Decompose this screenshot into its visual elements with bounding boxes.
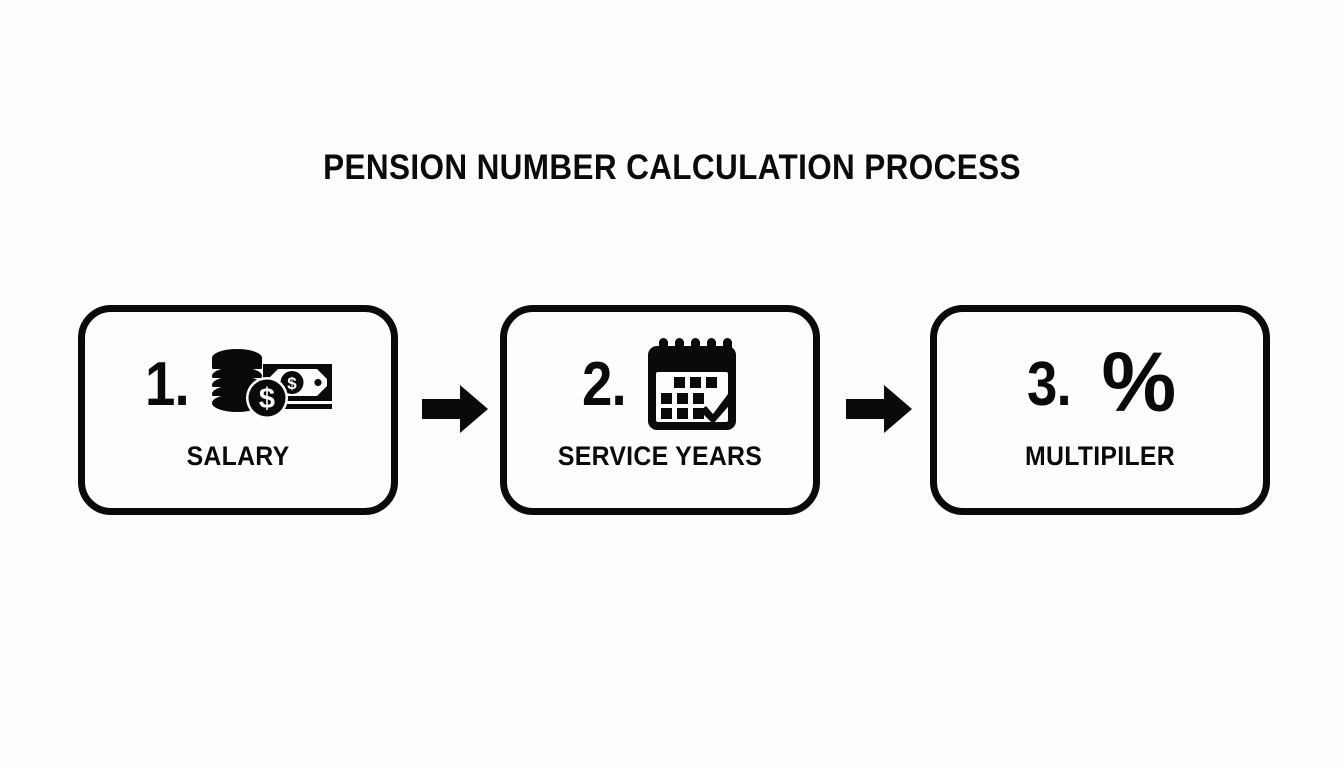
step-3-label: MULTIPILER: [1025, 441, 1175, 471]
step-2-label: SERVICE YEARS: [557, 441, 763, 471]
step-box-salary[interactable]: 1. $: [78, 305, 398, 515]
calendar-check-icon: [643, 338, 741, 432]
svg-text:$: $: [259, 383, 275, 415]
arrow-step1-to-step2: [422, 383, 488, 435]
arrow-step2-to-step3: [846, 383, 912, 435]
step-3-icon-row: 3. %: [937, 338, 1263, 432]
step-box-service-years[interactable]: 2.: [500, 305, 820, 515]
step-1-label: SALARY: [186, 441, 290, 471]
percent-symbol: %: [1101, 335, 1177, 429]
step-1-number: 1.: [145, 350, 190, 419]
process-flow: 1. $: [78, 305, 1270, 515]
step-box-multiplier[interactable]: 3. % MULTIPILER: [930, 305, 1270, 515]
step-2-number: 2.: [582, 350, 627, 419]
svg-text:$: $: [287, 374, 297, 393]
step-3-number: 3.: [1026, 350, 1072, 419]
money-icon: $: [206, 347, 334, 423]
step-2-icon-row: 2.: [507, 338, 813, 432]
step-1-icon-row: 1. $: [85, 338, 391, 432]
page-title: PENSION NUMBER CALCULATION PROCESS: [323, 148, 1021, 187]
